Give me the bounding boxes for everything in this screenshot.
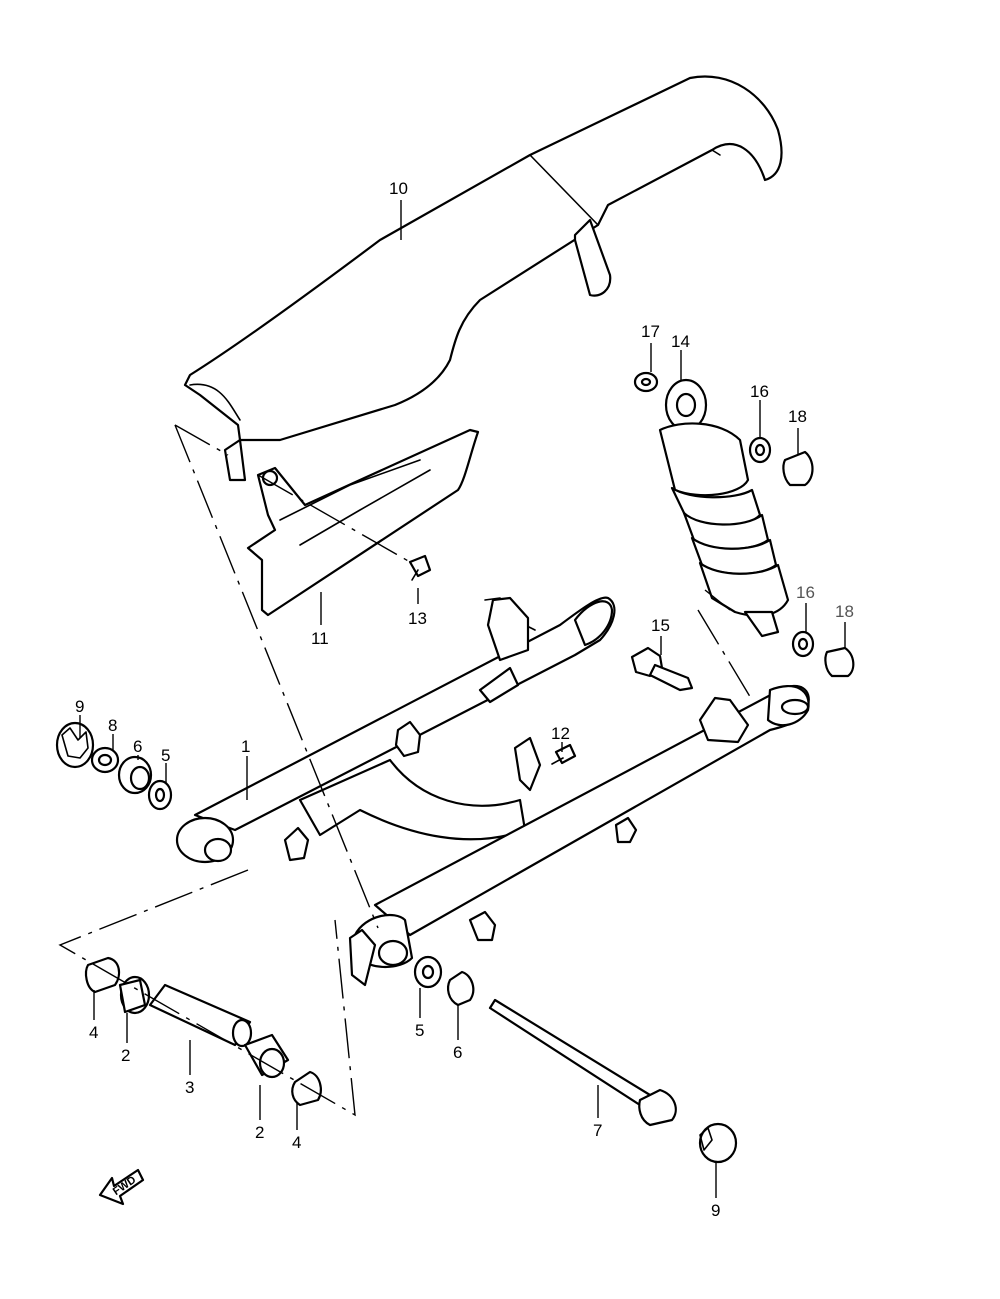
callout-11: 11 [311,629,329,648]
callout-12: 12 [551,724,570,743]
callout-10: 10 [389,179,408,198]
callout-6-left: 6 [133,737,142,756]
pivot-shaft-hardware [413,955,738,1164]
chain-case [183,75,783,482]
callout-14: 14 [671,332,690,351]
bolt-15 [630,646,694,692]
assembly-guide-lines [58,424,753,1117]
left-hardware-stack [55,721,173,811]
callout-7: 7 [593,1121,602,1140]
callout-9-right: 9 [711,1201,720,1220]
callout-8: 8 [108,716,117,735]
callout-3: 3 [185,1078,194,1097]
callout-6-right: 6 [453,1043,462,1062]
callout-16-upper: 16 [750,382,769,401]
callout-9-left: 9 [75,697,84,716]
callout-5-right: 5 [415,1021,424,1040]
chain-case-lower [246,428,480,617]
callout-1: 1 [241,737,250,756]
callout-13: 13 [408,609,427,628]
callout-labels: 10 11 13 17 14 16 18 16 18 15 12 1 9 8 6… [75,179,854,1220]
rear-shock-absorber [658,378,790,638]
swingarm [175,596,810,987]
callout-4-left: 4 [89,1023,98,1042]
callout-5-left: 5 [161,746,170,765]
callout-18-upper: 18 [788,407,807,426]
callout-4-right: 4 [292,1133,301,1152]
leader-lines [79,200,846,1198]
forward-direction-arrow: FWD [98,1168,145,1206]
callout-2-left: 2 [121,1046,130,1065]
callout-17: 17 [641,322,660,341]
callout-2-right: 2 [255,1123,264,1142]
callout-16-lower: 16 [796,583,815,602]
bolt-12 [551,743,577,765]
callout-18-lower: 18 [835,602,854,621]
callout-15: 15 [651,616,670,635]
shock-mount-hardware [633,371,855,678]
bolt-13 [408,554,432,581]
